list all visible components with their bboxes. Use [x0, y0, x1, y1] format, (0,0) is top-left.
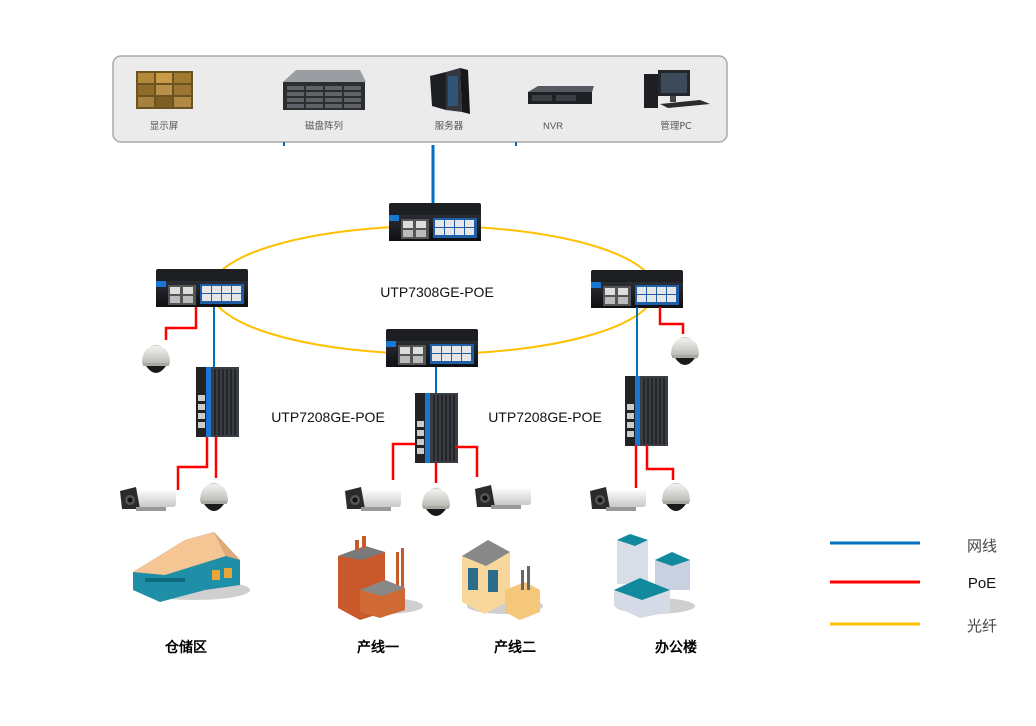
- server-icon: [430, 68, 470, 114]
- device-label-nvr: NVR: [543, 121, 563, 132]
- dome-camera-icon: [422, 488, 450, 516]
- access-switch-right: [624, 375, 669, 447]
- ring-switch-bottom: [386, 329, 478, 367]
- ring-switch-left: [156, 269, 248, 307]
- disk-array-icon: [283, 70, 366, 110]
- ring-switch-model-label: UTP7308GE-POE: [380, 284, 494, 300]
- legend-label-fiber: 光纤: [967, 617, 997, 635]
- device-label-server: 服务器: [435, 120, 464, 132]
- factory-one-icon: [338, 536, 423, 620]
- dome-camera-icon: [671, 337, 699, 365]
- bullet-camera-icon: [590, 487, 646, 511]
- center-device-panel: [112, 55, 728, 143]
- site-label-line-one: 产线一: [357, 639, 399, 656]
- bullet-camera-icon: [120, 487, 176, 511]
- site-label-office: 办公楼: [655, 639, 697, 656]
- ring-switch-right: [591, 270, 683, 308]
- pc-icon: [644, 70, 710, 108]
- device-label-video-wall: 显示屏: [150, 121, 179, 132]
- access-switch-middle: [414, 392, 459, 464]
- bullet-camera-icon: [345, 487, 401, 511]
- poe-link: [176, 437, 209, 490]
- legend-label-ethernet: 网线: [967, 537, 997, 555]
- dome-camera-icon: [662, 483, 690, 511]
- dome-camera-icon: [200, 483, 228, 511]
- poe-link: [645, 445, 675, 480]
- warehouse-icon: [133, 532, 250, 602]
- office-building-icon: [614, 534, 695, 618]
- video-wall-icon: [136, 71, 193, 109]
- site-label-warehouse: 仓储区: [164, 639, 207, 656]
- factory-two-icon: [462, 540, 543, 620]
- poe-link: [658, 307, 685, 334]
- device-label-pc: 管理PC: [660, 120, 692, 132]
- nvr-icon: [528, 86, 594, 104]
- access-switch-model-label-right: UTP7208GE-POE: [488, 409, 602, 425]
- bullet-camera-icon: [475, 485, 531, 509]
- legend-label-poe: PoE: [968, 575, 996, 592]
- legend: 网线 PoE 光纤: [830, 537, 997, 635]
- poe-link: [455, 445, 479, 477]
- access-switch-model-label-left: UTP7208GE-POE: [271, 409, 385, 425]
- site-label-line-two: 产线二: [494, 639, 536, 656]
- poe-link: [164, 307, 198, 340]
- access-switch-left: [195, 366, 240, 438]
- ring-switch-top: [389, 203, 481, 241]
- poe-link: [391, 442, 415, 480]
- dome-camera-icon: [142, 345, 170, 373]
- device-label-disk-array: 磁盘阵列: [305, 120, 343, 132]
